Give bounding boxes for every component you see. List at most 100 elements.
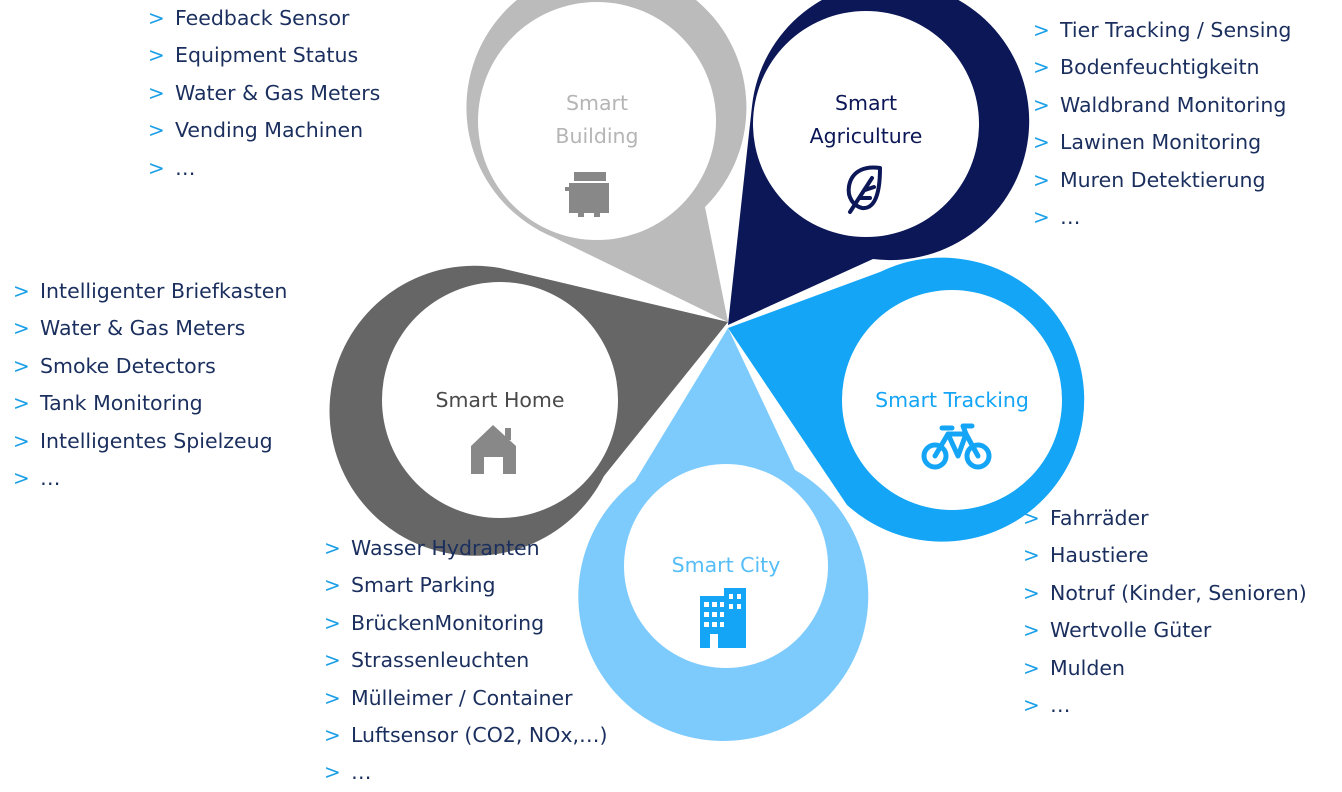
list-item: > Haustiere xyxy=(1022,537,1307,574)
list-item-label: BrückenMonitoring xyxy=(351,610,545,635)
petal-smart-tracking-title: Smart Tracking xyxy=(875,388,1029,412)
chevron-right-icon: > xyxy=(1023,693,1040,718)
list-item: >… xyxy=(1032,199,1291,236)
chevron-right-icon: > xyxy=(13,428,30,453)
petal-smart-city-title: Smart City xyxy=(672,553,781,577)
chevron-right-icon: > xyxy=(1023,655,1040,680)
petal-smart-home: Smart Home xyxy=(329,265,728,556)
petal-smart-city-hole xyxy=(624,464,828,668)
list-item: > Mülleimer / Container xyxy=(323,680,608,717)
petal-smart-agriculture-title-line2: Agriculture xyxy=(810,124,923,148)
chevron-right-icon: > xyxy=(324,610,341,635)
list-item-label: … xyxy=(1060,205,1081,230)
list-item: >… xyxy=(1022,687,1307,724)
list-item: >Smoke Detectors xyxy=(12,348,287,385)
list-item-label: Haustiere xyxy=(1050,543,1149,568)
list-smart-tracking: >Fahrräder >Haustiere >Notruf (Kinder, S… xyxy=(1022,500,1307,724)
list-item-label: Equipment Status xyxy=(175,43,359,68)
list-item: > BrückenMonitoring xyxy=(323,605,608,642)
list-item-label: Water & Gas Meters xyxy=(40,316,246,341)
chevron-right-icon: > xyxy=(1033,92,1050,117)
list-item: > Luftsensor (CO2, NOx,…) xyxy=(323,717,608,754)
chevron-right-icon: > xyxy=(324,723,341,748)
petal-smart-agriculture-title-line1: Smart xyxy=(835,91,897,115)
list-item: >… xyxy=(147,150,380,187)
list-item-label: Wertvolle Güter xyxy=(1050,618,1212,643)
list-item: > Water & Gas Meters xyxy=(12,310,287,347)
chevron-right-icon: > xyxy=(148,118,165,143)
list-item: > Muren Detektierung xyxy=(1032,162,1291,199)
list-item-label: Water & Gas Meters xyxy=(175,80,381,105)
chevron-right-icon: > xyxy=(13,316,30,341)
list-item-label: … xyxy=(40,466,61,491)
list-item: >Tier Tracking / Sensing xyxy=(1032,12,1291,49)
chevron-right-icon: > xyxy=(13,391,30,416)
appliance-icon xyxy=(565,172,609,217)
chevron-right-icon: > xyxy=(148,155,165,180)
list-item-label: Waldbrand Monitoring xyxy=(1060,92,1287,117)
chevron-right-icon: > xyxy=(324,685,341,710)
list-item-label: Intelligenter Briefkasten xyxy=(40,279,288,303)
list-item: >Notruf (Kinder, Senioren) xyxy=(1022,575,1307,612)
list-item: > Fahrräder xyxy=(1022,500,1307,537)
list-item-label: … xyxy=(1050,693,1071,718)
chevron-right-icon: > xyxy=(1033,55,1050,80)
list-item: >… xyxy=(12,460,287,497)
list-item-label: Lawinen Monitoring xyxy=(1060,130,1262,155)
chevron-right-icon: > xyxy=(1023,618,1040,643)
list-item: > Smart Parking xyxy=(323,567,608,604)
chevron-right-icon: > xyxy=(13,353,30,378)
list-item-label: Tank Monitoring xyxy=(40,391,203,416)
chevron-right-icon: > xyxy=(148,6,165,30)
petal-smart-home-title: Smart Home xyxy=(435,388,564,412)
list-smart-city: >Wasser Hydranten > Smart Parking > Brücke… xyxy=(323,530,608,792)
petal-smart-tracking-hole xyxy=(842,290,1062,510)
petal-smart-city: Smart City xyxy=(578,328,869,742)
petal-smart-home-hole xyxy=(382,282,618,518)
list-item-label: Tier Tracking / Sensing xyxy=(1060,18,1292,42)
chevron-right-icon: > xyxy=(1023,543,1040,568)
list-smart-building: > Feedback Sensor > Equipment Status > Wate… xyxy=(147,0,380,187)
chevron-right-icon: > xyxy=(1033,167,1050,192)
list-item-label: Fahrräder xyxy=(1050,506,1149,530)
list-item-label: Feedback Sensor xyxy=(175,6,350,30)
chevron-right-icon: > xyxy=(1033,130,1050,155)
chevron-right-icon: > xyxy=(1033,205,1050,230)
list-item-label: Notruf (Kinder, Senioren) xyxy=(1050,580,1307,605)
list-item: > Equipment Status xyxy=(147,37,380,74)
chevron-right-icon: > xyxy=(148,80,165,105)
list-item: >Bodenfeuchtigkeitn xyxy=(1032,49,1291,86)
list-item: > Water & Gas Meters xyxy=(147,75,380,112)
list-item-label: Smart Parking xyxy=(351,573,496,598)
petal-smart-building-title-line2: Building xyxy=(555,124,638,148)
chevron-right-icon: > xyxy=(324,536,341,560)
list-item: > Intelligenter Briefkasten xyxy=(12,273,287,310)
list-item-label: Vending Machinen xyxy=(175,118,364,143)
list-item-label: Intelligentes Spielzeug xyxy=(40,428,273,453)
petal-smart-agriculture: Smart Agriculture xyxy=(728,0,1030,325)
petal-smart-building-title-line1: Smart xyxy=(566,91,628,115)
chevron-right-icon: > xyxy=(1023,506,1040,530)
list-item: > Tank Monitoring xyxy=(12,385,287,422)
list-item: >Wasser Hydranten xyxy=(323,530,608,567)
list-smart-home: > Intelligenter Briefkasten > Water & Gas … xyxy=(12,273,287,497)
chevron-right-icon: > xyxy=(13,466,30,491)
list-item-label: Strassenleuchten xyxy=(351,648,530,673)
petal-smart-building: Smart Building xyxy=(466,0,747,322)
list-item-label: … xyxy=(351,760,372,785)
leaf-icon xyxy=(846,165,882,214)
petal-smart-building-hole xyxy=(478,2,716,240)
list-item: > Wertvolle Güter xyxy=(1022,612,1307,649)
list-item-label: … xyxy=(175,155,196,180)
list-item: > Waldbrand Monitoring xyxy=(1032,87,1291,124)
chevron-right-icon: > xyxy=(324,760,341,785)
chevron-right-icon: > xyxy=(148,43,165,68)
list-item-label: Muren Detektierung xyxy=(1060,167,1266,192)
chevron-right-icon: > xyxy=(13,279,30,303)
list-item-label: Luftsensor (CO2, NOx,…) xyxy=(351,723,608,748)
list-item-label: Mülleimer / Container xyxy=(351,685,573,710)
chevron-right-icon: > xyxy=(324,573,341,598)
list-item: > Vending Machinen xyxy=(147,112,380,149)
chevron-right-icon: > xyxy=(324,648,341,673)
